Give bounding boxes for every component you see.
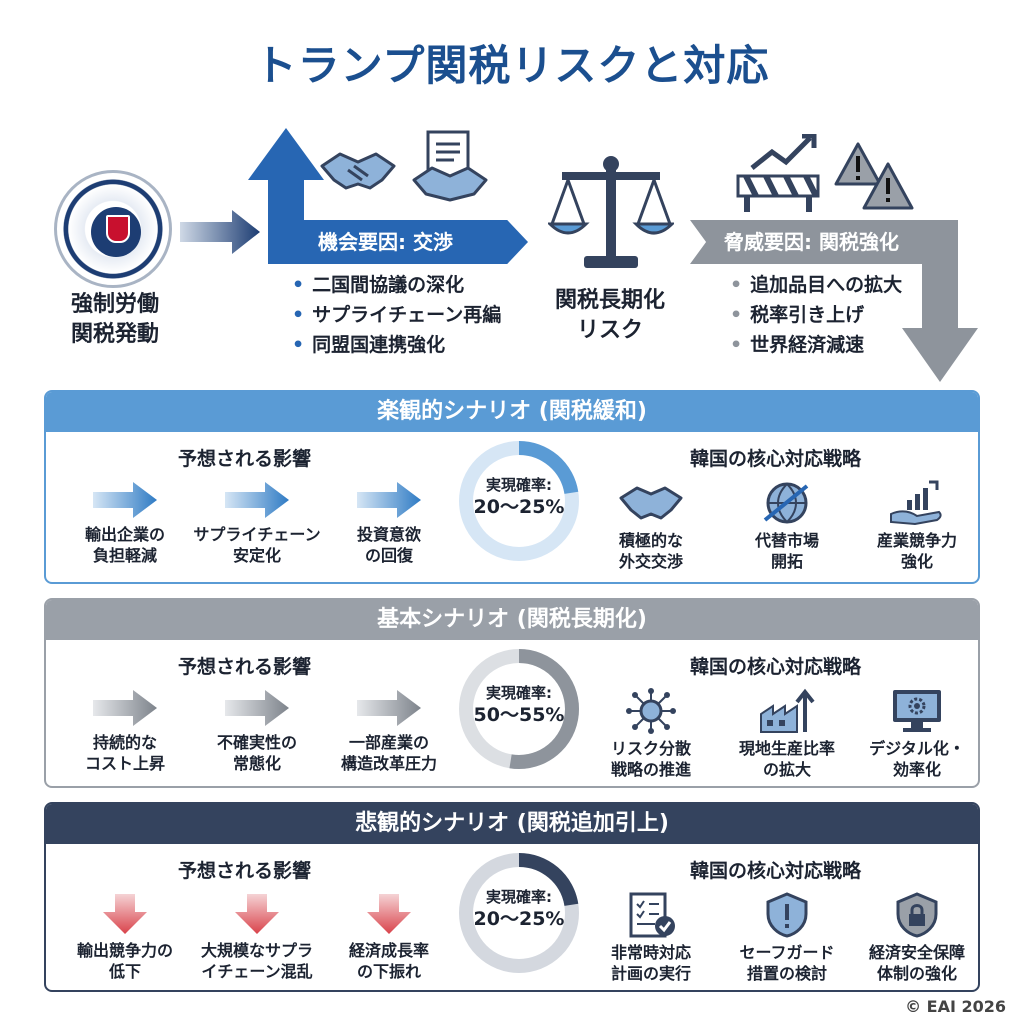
probability-text: 実現確率:50〜55% (473, 684, 565, 726)
impact-item: 輸出企業の負担軽減 (60, 482, 190, 566)
down-arrow-icon (235, 894, 279, 934)
impact-item: 経済成長率の下振れ (324, 894, 454, 982)
threat-bar: 脅威要因: 関税強化 (690, 220, 958, 264)
list-item: 世界経済減速 (730, 330, 902, 360)
handshake-icon (619, 486, 683, 520)
impact-heading: 予想される影響 (178, 860, 312, 882)
strategy-heading: 韓国の核心対応戦略 (690, 860, 862, 882)
probability-ring (459, 441, 579, 561)
impact-item: 一部産業の構造改革圧力 (324, 690, 454, 774)
strategy-item: 積極的な外交交渉 (586, 480, 716, 572)
copyright-text: © EAI 2026 (905, 997, 1006, 1016)
down-arrow-icon (902, 328, 978, 382)
probability-text: 実現確率:20〜25% (473, 888, 565, 930)
down-arrow-icon (103, 894, 147, 934)
list-item: サプライチェーン再編 (292, 300, 501, 330)
impact-item: サプライチェーン安定化 (192, 482, 322, 566)
threat-list: 追加品目への拡大 税率引き上げ 世界経済減速 (730, 270, 902, 360)
page-title: トランプ関税リスクと対応 (254, 41, 770, 90)
right-arrow-icon (357, 482, 421, 518)
right-arrow-icon (225, 482, 289, 518)
impact-heading: 予想される影響 (178, 448, 312, 470)
homeland-security-seal-icon (54, 170, 172, 288)
impact-item: 投資意欲の回復 (324, 482, 454, 566)
monitor-gear-icon (893, 690, 941, 732)
flow-arrow-icon (180, 210, 260, 254)
impact-item: 不確実性の常態化 (192, 690, 322, 774)
opportunity-list: 二国間協議の深化 サプライチェーン再編 同盟国連携強化 (292, 270, 501, 360)
opportunity-bar: 機会要因: 交渉 (268, 220, 528, 264)
list-item: 同盟国連携強化 (292, 330, 501, 360)
handshake-icon (320, 152, 396, 190)
impact-heading: 予想される影響 (178, 656, 312, 678)
impact-item: 持続的なコスト上昇 (60, 690, 190, 774)
strategy-item: 代替市場開拓 (722, 480, 852, 572)
strategy-item: 非常時対応計画の実行 (586, 892, 716, 984)
probability-ring (459, 853, 579, 973)
scenario-optimistic-panel: 楽観的シナリオ (関税緩和) 予想される影響 輸出企業の負担軽減 サプライチェー… (44, 390, 980, 584)
checklist-document-icon (629, 892, 675, 938)
right-arrow-icon (357, 690, 421, 726)
center-risk-label: 関税長期化リスク (554, 288, 665, 343)
list-item: 税率引き上げ (730, 300, 902, 330)
probability-arc (459, 649, 579, 769)
right-arrow-icon (93, 482, 157, 518)
balance-scale-icon (548, 156, 674, 268)
network-hub-icon (626, 688, 676, 734)
shield-exclamation-icon (766, 892, 808, 938)
barrier-chart-icon (736, 134, 820, 212)
strategy-item: 産業競争力強化 (852, 480, 978, 572)
right-arrow-icon (225, 690, 289, 726)
warning-icon (834, 142, 914, 210)
up-arrow-icon (248, 128, 324, 180)
impact-item: 輸出競争力の低下 (60, 894, 190, 982)
list-item: 追加品目への拡大 (730, 270, 902, 300)
strategy-item: リスク分散戦略の推進 (586, 688, 716, 780)
strategy-heading: 韓国の核心対応戦略 (690, 656, 862, 678)
probability-arc (459, 853, 579, 973)
scenario-pessimistic-panel: 悲観的シナリオ (関税追加引上) 予想される影響 輸出競争力の低下 大規模なサプ… (44, 802, 980, 992)
right-arrow-icon (93, 690, 157, 726)
list-item: 二国間協議の深化 (292, 270, 501, 300)
left-trigger-label: 強制労働関税発動 (70, 292, 159, 347)
scenario-title: 悲観的シナリオ (関税追加引上) (46, 804, 978, 844)
probability-arc (459, 441, 579, 561)
strategy-item: 経済安全保障体制の強化 (852, 892, 978, 984)
down-arrow-icon (367, 894, 411, 934)
shield-lock-icon (896, 892, 938, 938)
globe-arrows-icon (763, 482, 809, 524)
strategy-item: 現地生産比率の拡大 (722, 688, 852, 780)
impact-item: 大規模なサプライチェーン混乱 (192, 894, 322, 982)
probability-text: 実現確率:20〜25% (473, 476, 565, 518)
probability-ring (459, 649, 579, 769)
scenario-baseline-panel: 基本シナリオ (関税長期化) 予想される影響 持続的なコスト上昇 不確実性の常態… (44, 598, 980, 788)
factory-arrow-icon (760, 688, 815, 733)
strategy-item: セーフガード措置の検討 (722, 892, 852, 984)
scenario-title: 楽観的シナリオ (関税緩和) (46, 392, 978, 432)
hand-growth-chart-icon (890, 480, 942, 526)
scenario-title: 基本シナリオ (関税長期化) (46, 600, 978, 640)
strategy-item: デジタル化・効率化 (852, 688, 978, 780)
signed-agreement-icon (412, 130, 488, 202)
strategy-heading: 韓国の核心対応戦略 (690, 448, 862, 470)
